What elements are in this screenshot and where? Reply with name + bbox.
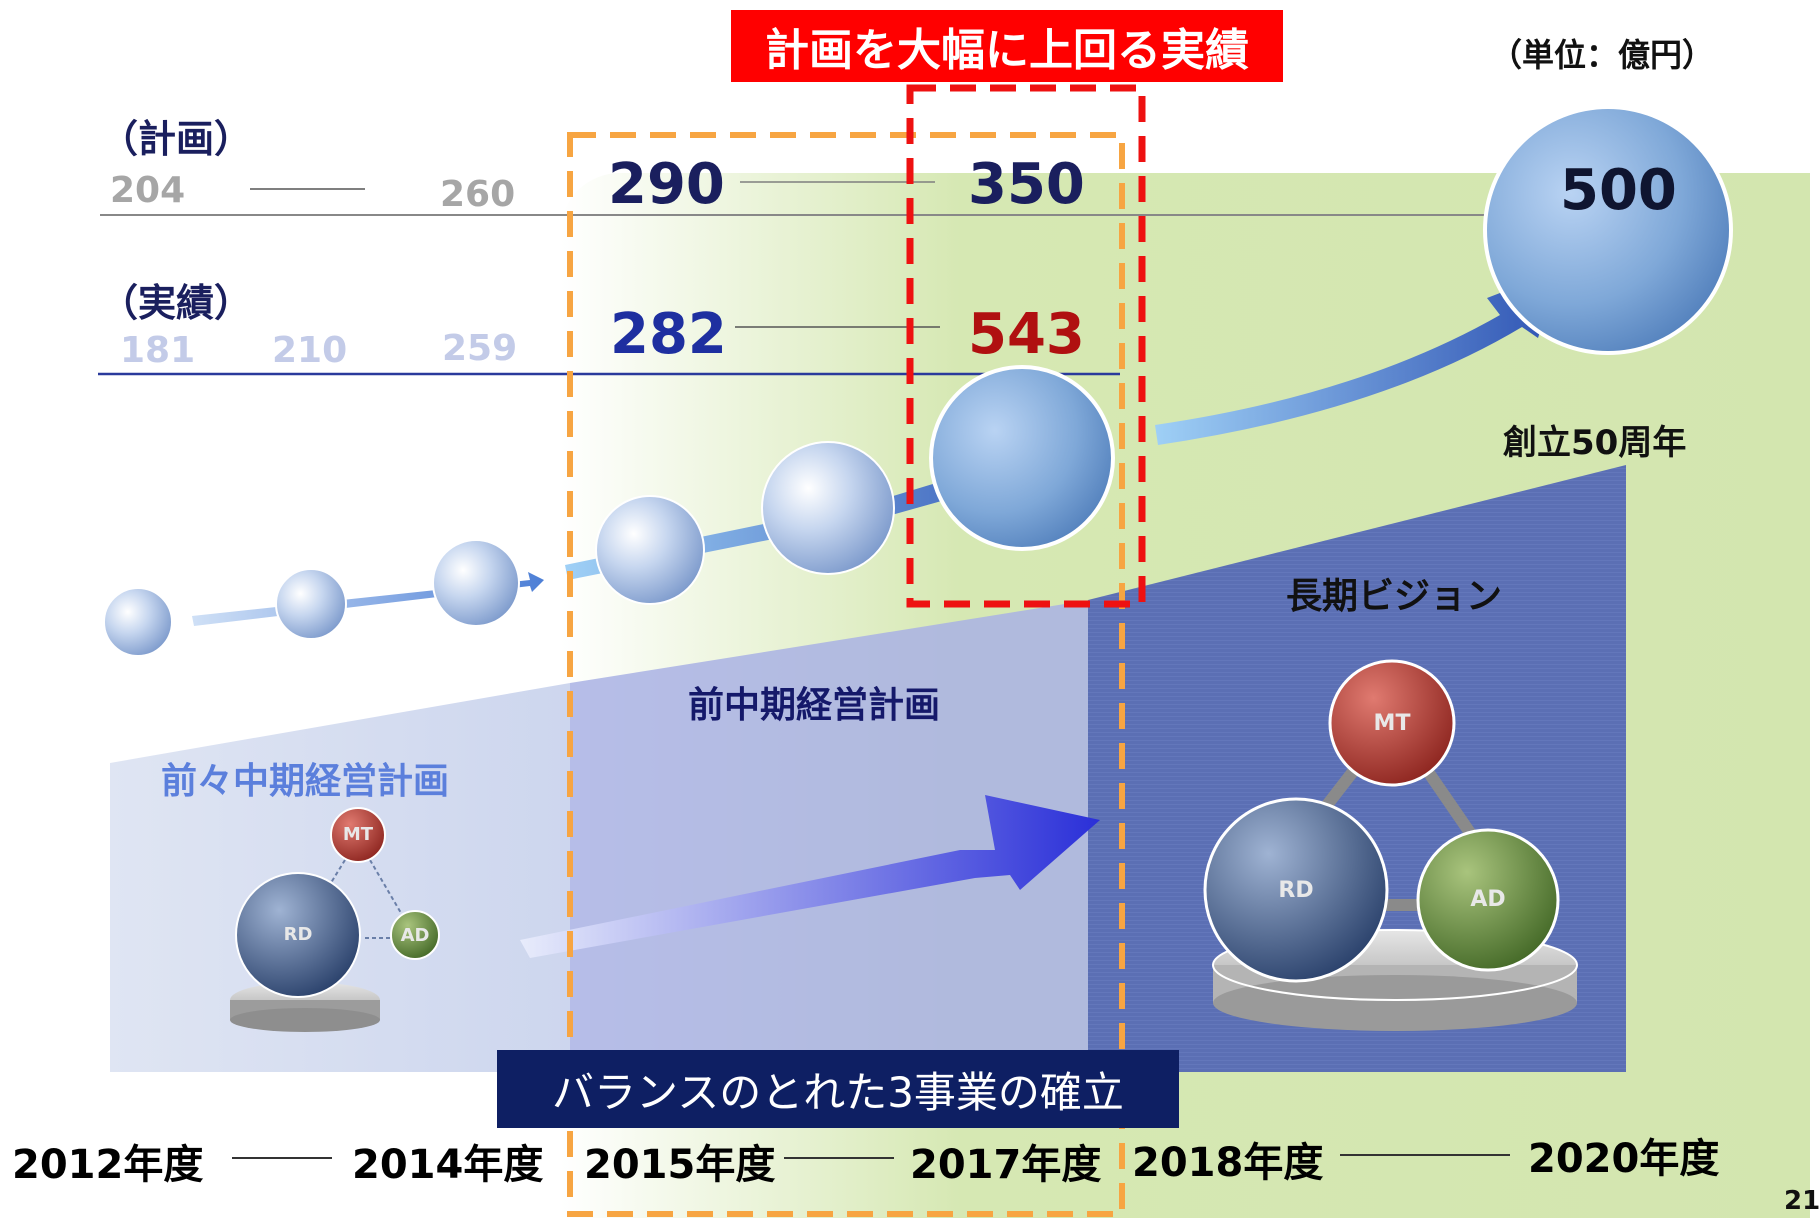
- year-connector-1: [232, 1157, 332, 1159]
- segment-cluster-small: [230, 807, 440, 1032]
- segment-mt-small: MT: [342, 824, 374, 845]
- page-number: 21: [1784, 1186, 1820, 1216]
- plan-value-2020: 500: [1560, 158, 1677, 223]
- segment-ad-large: AD: [1470, 887, 1506, 912]
- plan-value-2014: 260: [440, 174, 516, 215]
- year-2014: 2014年度: [352, 1142, 544, 1188]
- orange-dashed-frame: [567, 132, 1125, 1217]
- long-term-vision-label: 長期ビジョン: [1286, 576, 1503, 617]
- prev-plan-label: 前中期経営計画: [688, 685, 941, 726]
- plan-value-2017: 350: [968, 152, 1085, 217]
- segment-mt-large: MT: [1373, 711, 1411, 736]
- red-dashed-frame: [906, 84, 1146, 608]
- balance-banner: バランスのとれた3事業の確立: [497, 1050, 1179, 1128]
- segment-rd-small: RD: [283, 924, 313, 945]
- revenue-bubbles: [103, 105, 1733, 657]
- segment-cluster-large: [1203, 659, 1578, 1031]
- year-2015: 2015年度: [584, 1142, 776, 1188]
- growth-arrow-3: [1155, 270, 1560, 445]
- pre-prev-plan-label: 前々中期経営計画: [161, 761, 450, 802]
- year-2020: 2020年度: [1528, 1136, 1720, 1182]
- actual-value-2012: 181: [120, 330, 196, 371]
- actual-value-2017: 543: [968, 302, 1085, 367]
- actual-label: （実績）: [100, 281, 253, 325]
- actual-value-2013: 210: [272, 330, 348, 371]
- balance-text: バランスのとれた3事業の確立: [552, 1067, 1124, 1117]
- segment-ad-small: AD: [400, 925, 430, 946]
- plan-value-2015: 290: [608, 152, 725, 217]
- plan-value-2012: 204: [110, 170, 186, 211]
- balance-arrow: [520, 795, 1100, 958]
- year-2017: 2017年度: [910, 1142, 1102, 1188]
- prev-phase-area: [570, 600, 1090, 1072]
- headline-banner: 計画を大幅に上回る実績: [731, 10, 1283, 82]
- unit-label: （単位：億円）: [1490, 36, 1715, 74]
- segment-rd-large: RD: [1278, 878, 1314, 903]
- year-connector-3: [1340, 1154, 1510, 1156]
- headline-text: 計画を大幅に上回る実績: [765, 25, 1249, 76]
- plan-label: （計画）: [100, 117, 253, 161]
- anniversary-label: 創立50周年: [1503, 423, 1687, 463]
- actual-value-2014: 259: [442, 328, 518, 369]
- actual-value-2015: 282: [610, 302, 727, 367]
- year-2012: 2012年度: [12, 1142, 204, 1188]
- pre-prev-phase-area: [110, 683, 570, 1072]
- year-connector-2: [784, 1157, 894, 1159]
- year-2018: 2018年度: [1132, 1140, 1324, 1186]
